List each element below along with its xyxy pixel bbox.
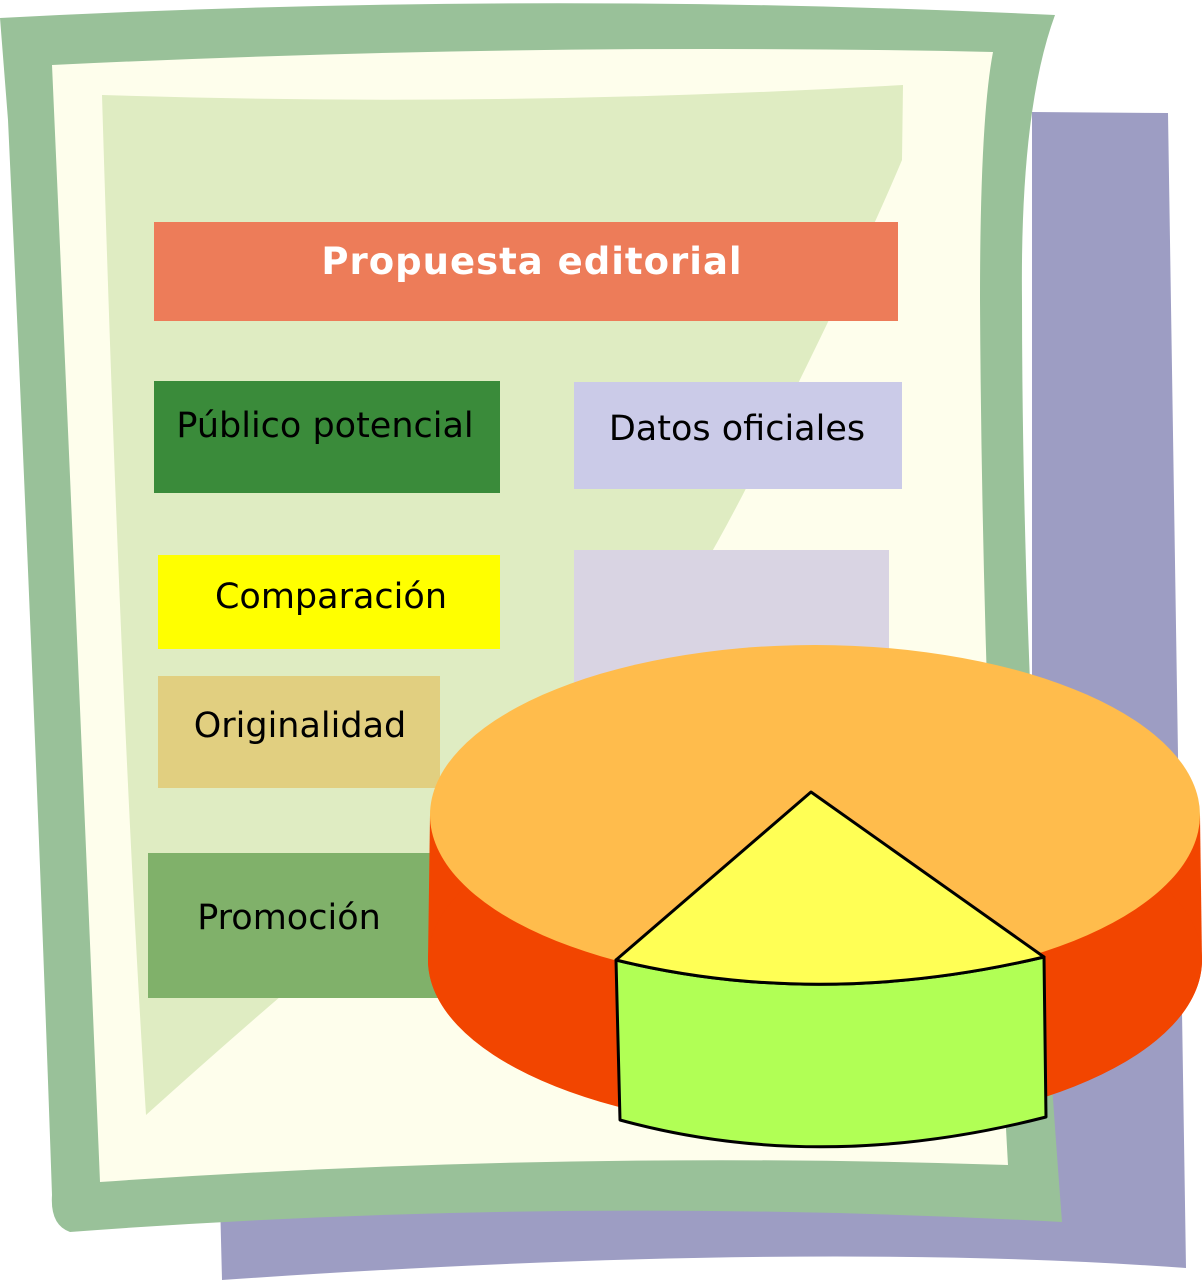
originalidad-box — [158, 676, 440, 788]
title-box — [154, 222, 898, 321]
promocion-box — [148, 853, 448, 998]
publico-box — [154, 381, 500, 493]
comparacion-label: Comparación — [215, 577, 447, 617]
back-sheet — [220, 112, 1186, 1280]
publico-label: Público potencial — [176, 406, 473, 446]
title-text: Propuesta editorial — [321, 240, 742, 283]
slice-top — [614, 790, 1046, 986]
datos-label: Datos oficiales — [609, 409, 865, 449]
datos-box — [574, 382, 902, 489]
originalidad-label: Originalidad — [194, 706, 407, 746]
pie-chart — [428, 645, 1202, 1149]
promocion-label: Promoción — [197, 898, 381, 938]
comparacion-box — [158, 555, 500, 649]
